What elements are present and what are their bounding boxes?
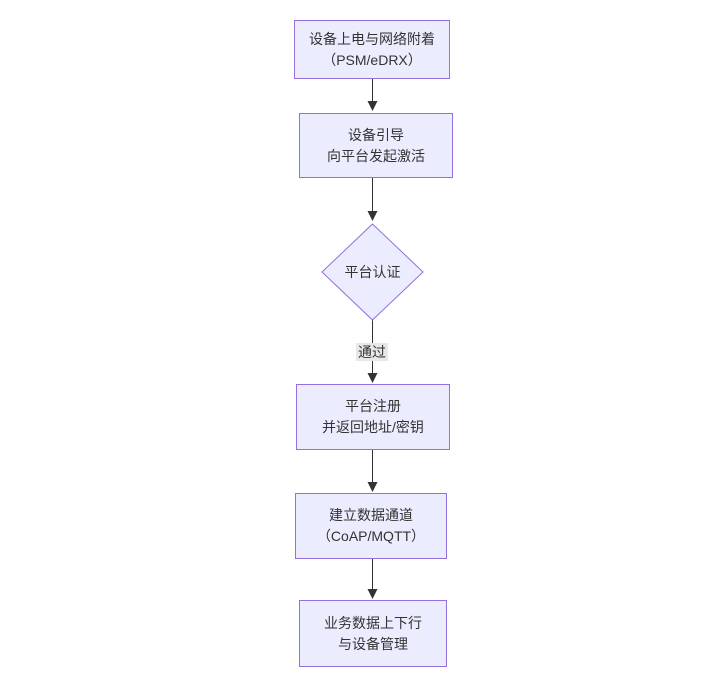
node-data-channel: 建立数据通道 （CoAP/MQTT） [295, 493, 447, 559]
node-text-line: 向平台发起激活 [327, 147, 425, 164]
node-text-line: 并返回地址/密钥 [322, 419, 424, 435]
node-text-line: 业务数据上下行 [324, 614, 422, 631]
edge-label-text: 通过 [356, 343, 388, 361]
node-text-line: 设备引导 [348, 126, 404, 143]
node-platform-auth-label: 平台认证 [344, 264, 401, 280]
decision-diamond-shape [321, 223, 424, 321]
edge-label-pass: 通过 [348, 342, 396, 362]
node-text-line: （CoAP/MQTT） [316, 528, 426, 544]
node-text-line: 与设备管理 [338, 635, 408, 652]
node-business-data: 业务数据上下行 与设备管理 [299, 600, 447, 667]
node-text-line: （PSM/eDRX） [322, 51, 422, 68]
node-device-bootstrap: 设备引导 向平台发起激活 [299, 113, 453, 178]
node-text-line: 平台注册 [345, 398, 401, 414]
node-text-line: 建立数据通道 [329, 507, 413, 523]
node-text-line: 设备上电与网络附着 [309, 30, 435, 47]
node-power-network-attach: 设备上电与网络附着 （PSM/eDRX） [294, 20, 450, 79]
node-platform-register: 平台注册 并返回地址/密钥 [296, 384, 450, 450]
